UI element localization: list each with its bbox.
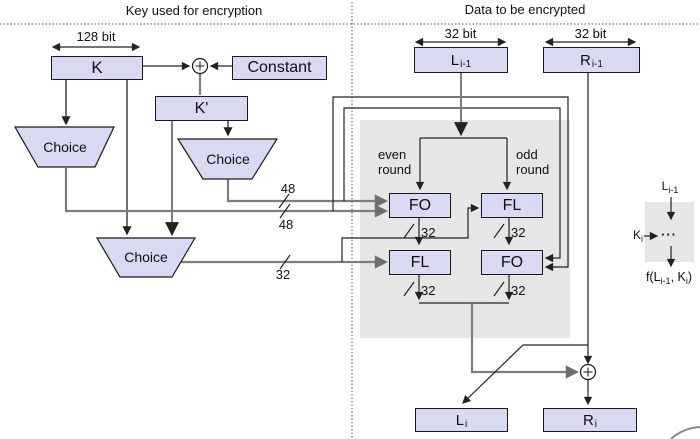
choice3-trapezoid	[95, 237, 197, 278]
label-128bit: 128 bit	[76, 29, 116, 44]
fl-bottom-box: FL	[389, 250, 451, 275]
xor-node-key	[191, 57, 209, 75]
fl-top-box: FL	[481, 193, 543, 218]
fo-bottom-box: FO	[481, 250, 543, 275]
mini-ellipsis: ···	[661, 227, 677, 242]
label-32-fo-bottom-out: 32	[511, 283, 526, 298]
choice1-label: Choice	[43, 139, 87, 155]
k-prime-box: K'	[155, 96, 248, 121]
label-48-bottom: 48	[278, 217, 294, 232]
mini-f-output-label: f(Li-1, Ki)	[645, 270, 693, 286]
label-32-key: 32	[275, 267, 291, 282]
even-round-label: even round	[378, 147, 412, 177]
mini-l-input-label: Li-1	[661, 179, 679, 195]
wire-32bit-branch-to-fl-top	[341, 203, 480, 262]
odd-round-label: odd round	[516, 147, 550, 177]
wire-choice2-48bit-to-fo-top	[226, 179, 388, 208]
label-32-fl-top-out: 32	[511, 225, 526, 240]
label-48-top: 48	[280, 181, 296, 196]
constant-box: Constant	[232, 56, 327, 80]
wire-48bit-wrap-inner	[343, 107, 561, 263]
label-32-fo-top-out: 32	[421, 225, 436, 240]
choice1-trapezoid	[13, 126, 115, 168]
label-32bit-right: 32 bit	[574, 26, 607, 41]
wire-choice1-48bit-to-fo-top	[64, 168, 388, 218]
xor-node-data	[579, 363, 597, 381]
k-box: K	[51, 56, 143, 80]
corner-arc-decoration	[670, 426, 700, 439]
right-section-title: Data to be encrypted	[464, 2, 586, 17]
left-section-title: Key used for encryption	[125, 3, 263, 18]
wire-48bit-wrap-outer	[332, 96, 569, 272]
choice2-trapezoid	[176, 138, 279, 180]
wire-r-branch-to-l-out	[462, 344, 588, 404]
round-function-shaded-region	[360, 120, 570, 338]
bus-slash-marks	[278, 193, 505, 297]
label-32bit-left: 32 bit	[444, 26, 477, 41]
choice3-label: Choice	[124, 249, 168, 265]
wire-f-output-to-xor	[470, 303, 579, 379]
mini-key-label: Ki	[632, 228, 643, 244]
choice2-label: Choice	[206, 151, 250, 167]
fo-top-box: FO	[389, 193, 451, 218]
label-32-fl-bottom-out: 32	[421, 283, 436, 298]
